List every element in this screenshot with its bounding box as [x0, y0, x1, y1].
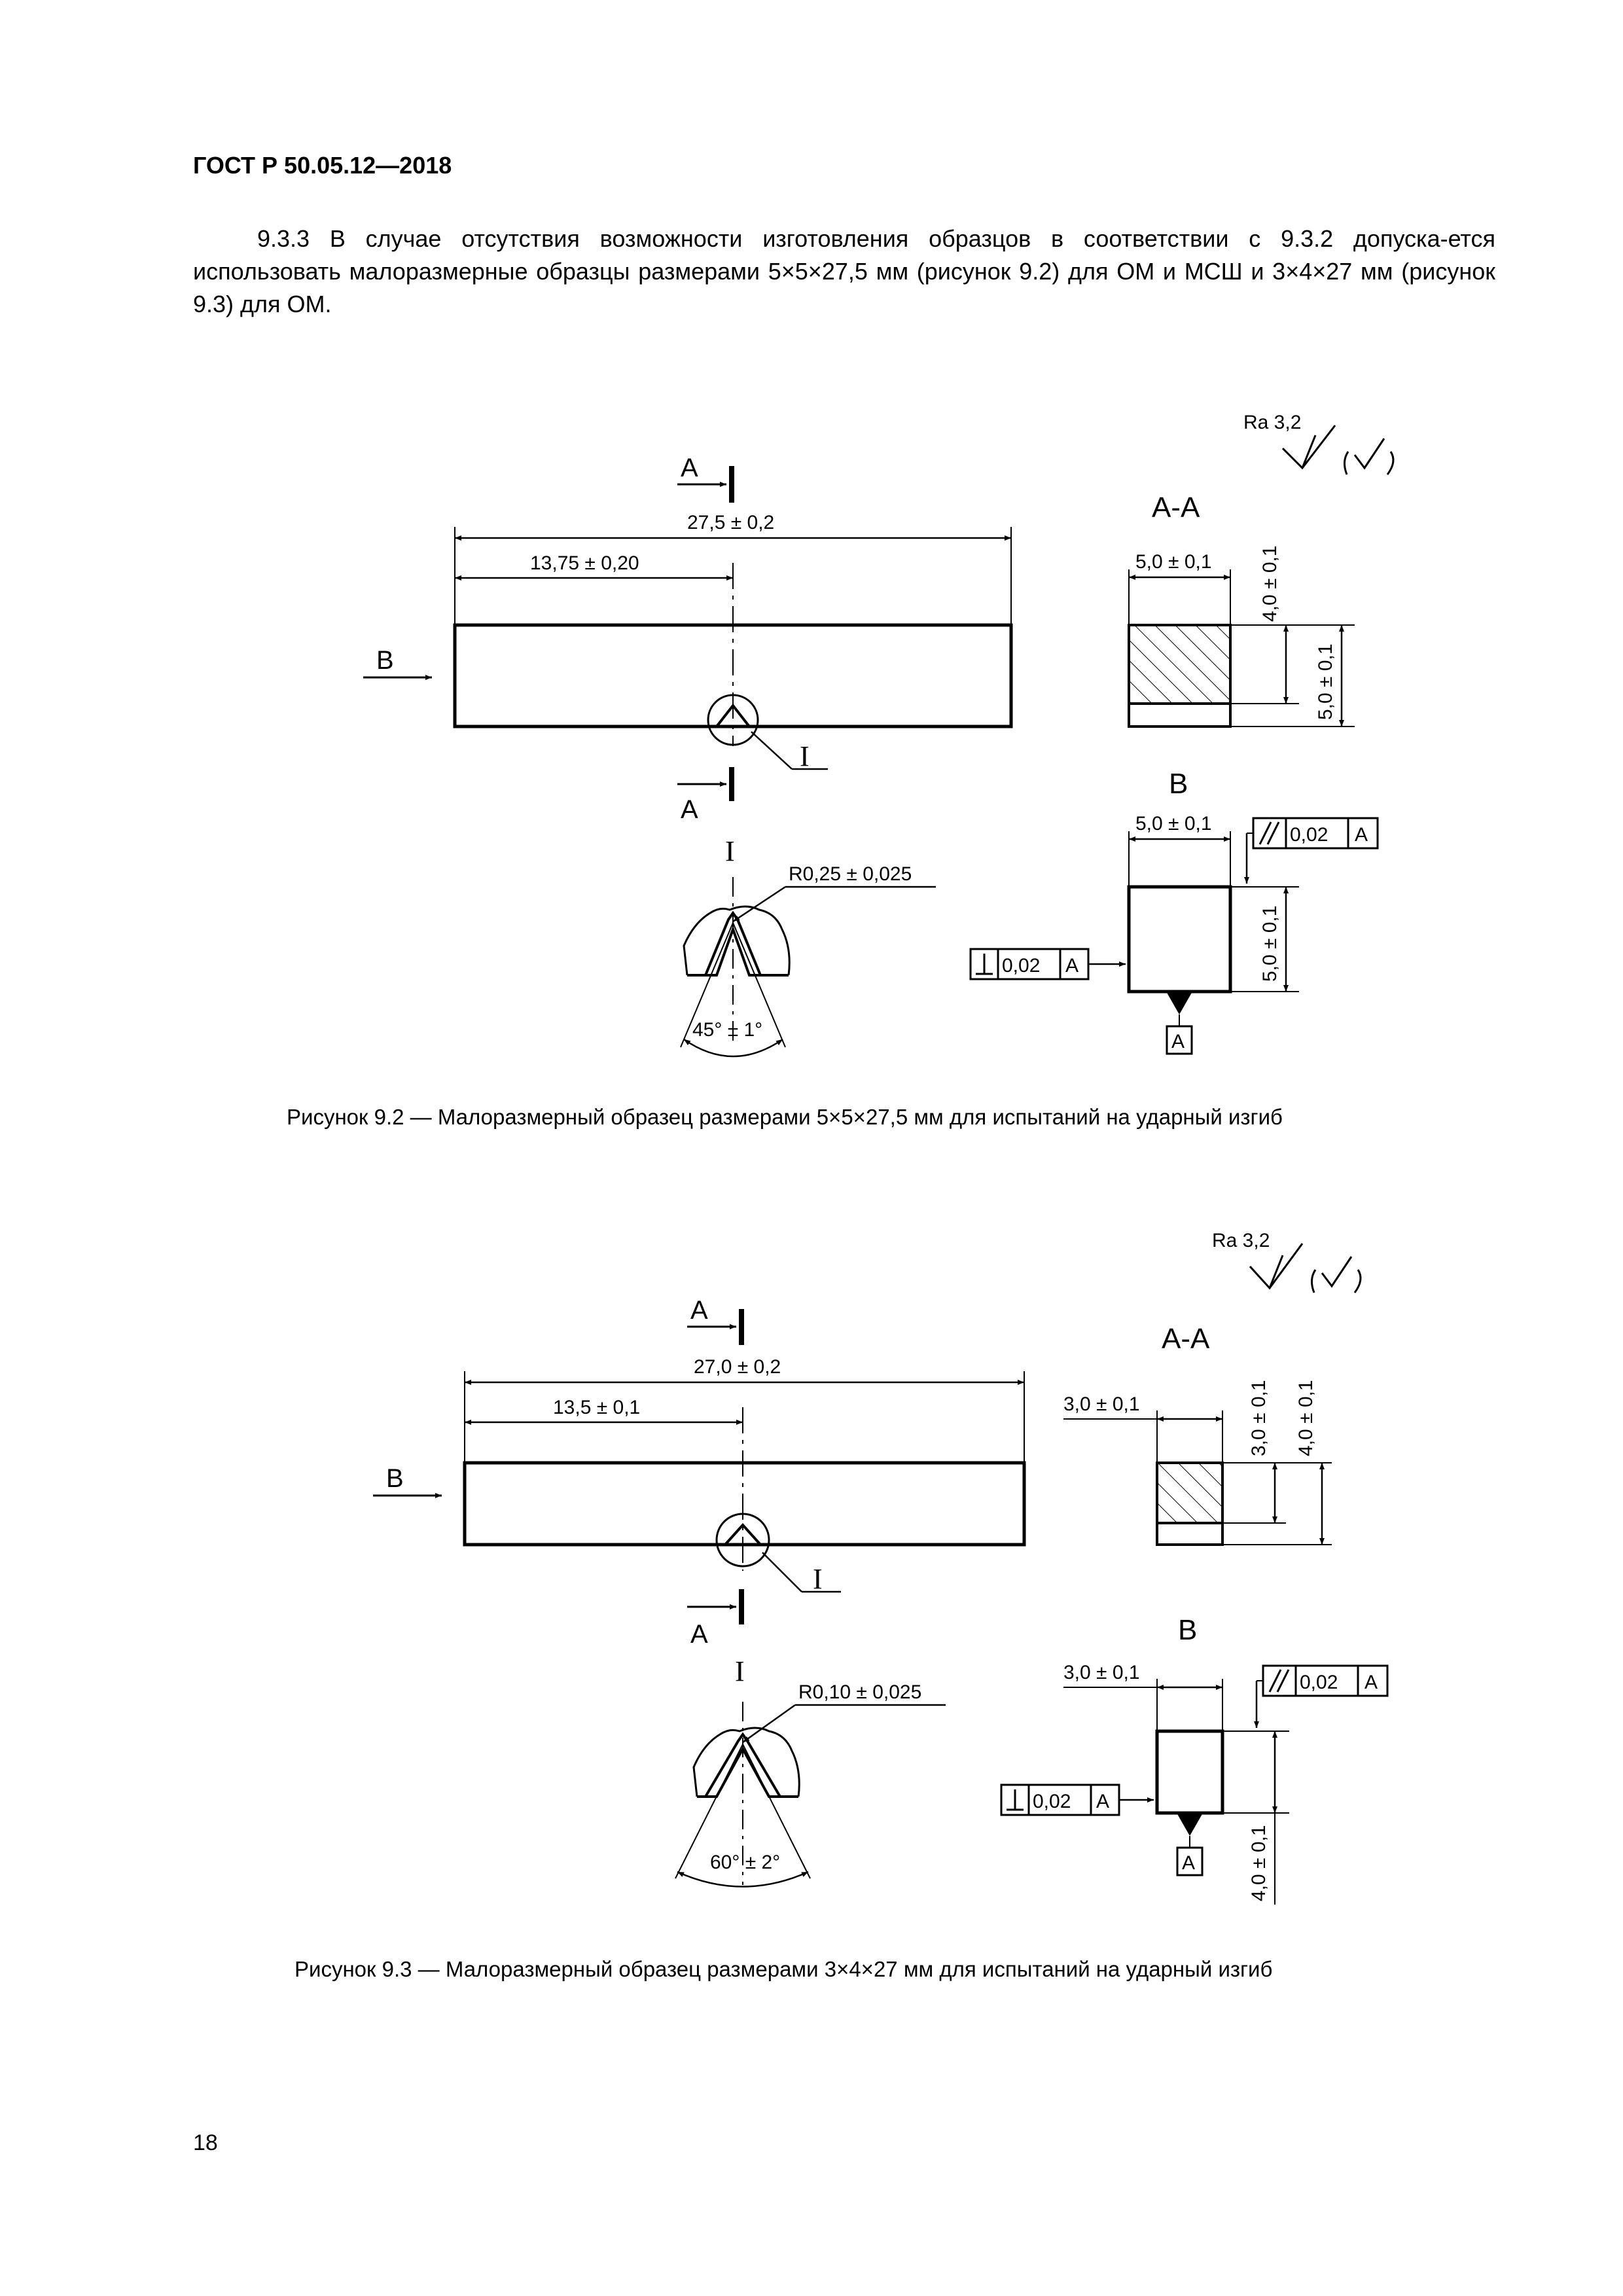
detail-title: I: [725, 835, 735, 867]
parallel-icon-2: [1268, 1669, 1282, 1693]
page-number: 18: [193, 2130, 218, 2155]
perp-datum: А: [1065, 955, 1079, 977]
detail-label-2: I: [813, 1563, 823, 1595]
perpendicularity-tolerance-frame: 0,02 А: [969, 948, 1126, 980]
notch-detail-circle: [707, 694, 759, 746]
section-mark-top-label: А: [681, 454, 698, 482]
section-mark-top: А: [677, 454, 734, 503]
figure-9-2-drawing: Ra 3,2 А 27,5 ± 0,2 13,75 ± 0,20 I В А А…: [363, 412, 1395, 1058]
view-height-dimension: 5,0 ± 0,1: [1259, 905, 1281, 982]
perpendicularity-tolerance-frame-2: 0,02 А: [1000, 1784, 1154, 1816]
datum-a-label-2: А: [1182, 1852, 1195, 1874]
roughness-symbol-2: Ra 3,2: [1212, 1230, 1362, 1293]
view-rect-2: [1155, 1729, 1224, 1815]
datum-a-marker: А: [1166, 992, 1193, 1055]
section-rect: [1128, 624, 1232, 728]
section-mark-top-label-2: А: [690, 1296, 708, 1325]
notch-angle-dimension-2: 60° ± 2°: [710, 1852, 780, 1873]
parallelism-tolerance-frame-2: 0,02 А: [1254, 1664, 1389, 1728]
view-rect: [1127, 885, 1232, 994]
view-arrow-label: В: [376, 646, 394, 675]
parallel-tolerance-value: 0,02: [1290, 824, 1328, 846]
notch-depth-dimension: 4,0 ± 0,1: [1259, 545, 1281, 622]
detail-title-2: I: [735, 1655, 745, 1687]
datum-a-marker-2: А: [1176, 1813, 1204, 1876]
parallel-tolerance-value-2: 0,02: [1300, 1672, 1338, 1693]
section-title-2: А-А: [1162, 1323, 1210, 1355]
view-width-dimension: 5,0 ± 0,1: [1135, 813, 1212, 834]
roughness-label: Ra 3,2: [1243, 412, 1301, 433]
parallelism-tolerance-frame: 0,02 А: [1244, 817, 1379, 884]
perp-tolerance-value-2: 0,02: [1033, 1791, 1071, 1812]
notch-radius-dimension-2: R0,10 ± 0,025: [798, 1681, 921, 1703]
parallel-icon: [1258, 821, 1272, 845]
detail-label: I: [800, 740, 810, 772]
perp-tolerance-value: 0,02: [1002, 955, 1040, 977]
section-mark-bottom-label: А: [681, 795, 698, 824]
view-width-dimension-2: 3,0 ± 0,1: [1063, 1662, 1140, 1683]
section-height-dimension-2: 4,0 ± 0,1: [1295, 1380, 1317, 1456]
figure-9-2-caption: Рисунок 9.2 — Малоразмерный образец разм…: [287, 1105, 1283, 1129]
perp-datum-2: А: [1096, 1791, 1109, 1812]
paragraph-9-3-3: 9.3.3 В случае отсутствия возможности из…: [193, 225, 1495, 317]
notch-detail-drawing-2: [675, 1702, 946, 1888]
specimen-body-2: [463, 1461, 1026, 1547]
roughness-label-2: Ra 3,2: [1212, 1230, 1270, 1251]
datum-a-label: А: [1171, 1031, 1185, 1052]
parallel-datum-2: А: [1364, 1672, 1378, 1693]
view-title: В: [1169, 768, 1188, 800]
parallel-datum: А: [1355, 824, 1368, 846]
notch-angle-dimension: 45° ± 1°: [692, 1019, 762, 1041]
section-rect-2: [1156, 1462, 1224, 1546]
roughness-symbol: Ra 3,2: [1243, 412, 1395, 475]
section-mark-bottom-label-2: А: [690, 1620, 708, 1649]
section-mark-top-2: А: [687, 1296, 744, 1345]
figure-9-3-drawing: Ra 3,2 А 27,0 ± 0,2 13,5 ± 0,1 I В А А-А…: [373, 1230, 1389, 1905]
notch-depth-dimension-2: 3,0 ± 0,1: [1248, 1380, 1270, 1456]
section-width-dimension-2: 3,0 ± 0,1: [1063, 1393, 1140, 1415]
notch-radius-dimension: R0,25 ± 0,025: [789, 863, 912, 885]
section-mark-bottom-2: А: [687, 1589, 744, 1649]
view-arrow-label-2: В: [386, 1464, 404, 1493]
section-width-dimension: 5,0 ± 0,1: [1135, 551, 1212, 573]
notch-detail-drawing: [680, 877, 936, 1058]
view-height-dimension-2: 4,0 ± 0,1: [1248, 1825, 1270, 1901]
length-dimension-2: 27,0 ± 0,2: [694, 1356, 781, 1378]
figure-9-3-caption: Рисунок 9.3 — Малоразмерный образец разм…: [294, 1957, 1273, 1981]
document-header: ГОСТ Р 50.05.12—2018: [193, 152, 452, 179]
half-length-dimension-2: 13,5 ± 0,1: [553, 1397, 640, 1418]
notch-detail-circle-2: [715, 1513, 770, 1568]
half-length-dimension: 13,75 ± 0,20: [530, 552, 639, 574]
section-title: А-А: [1152, 492, 1200, 524]
length-dimension: 27,5 ± 0,2: [687, 512, 774, 533]
section-height-dimension: 5,0 ± 0,1: [1315, 643, 1336, 720]
view-title-2: В: [1178, 1614, 1197, 1646]
section-mark-bottom: А: [677, 767, 734, 824]
